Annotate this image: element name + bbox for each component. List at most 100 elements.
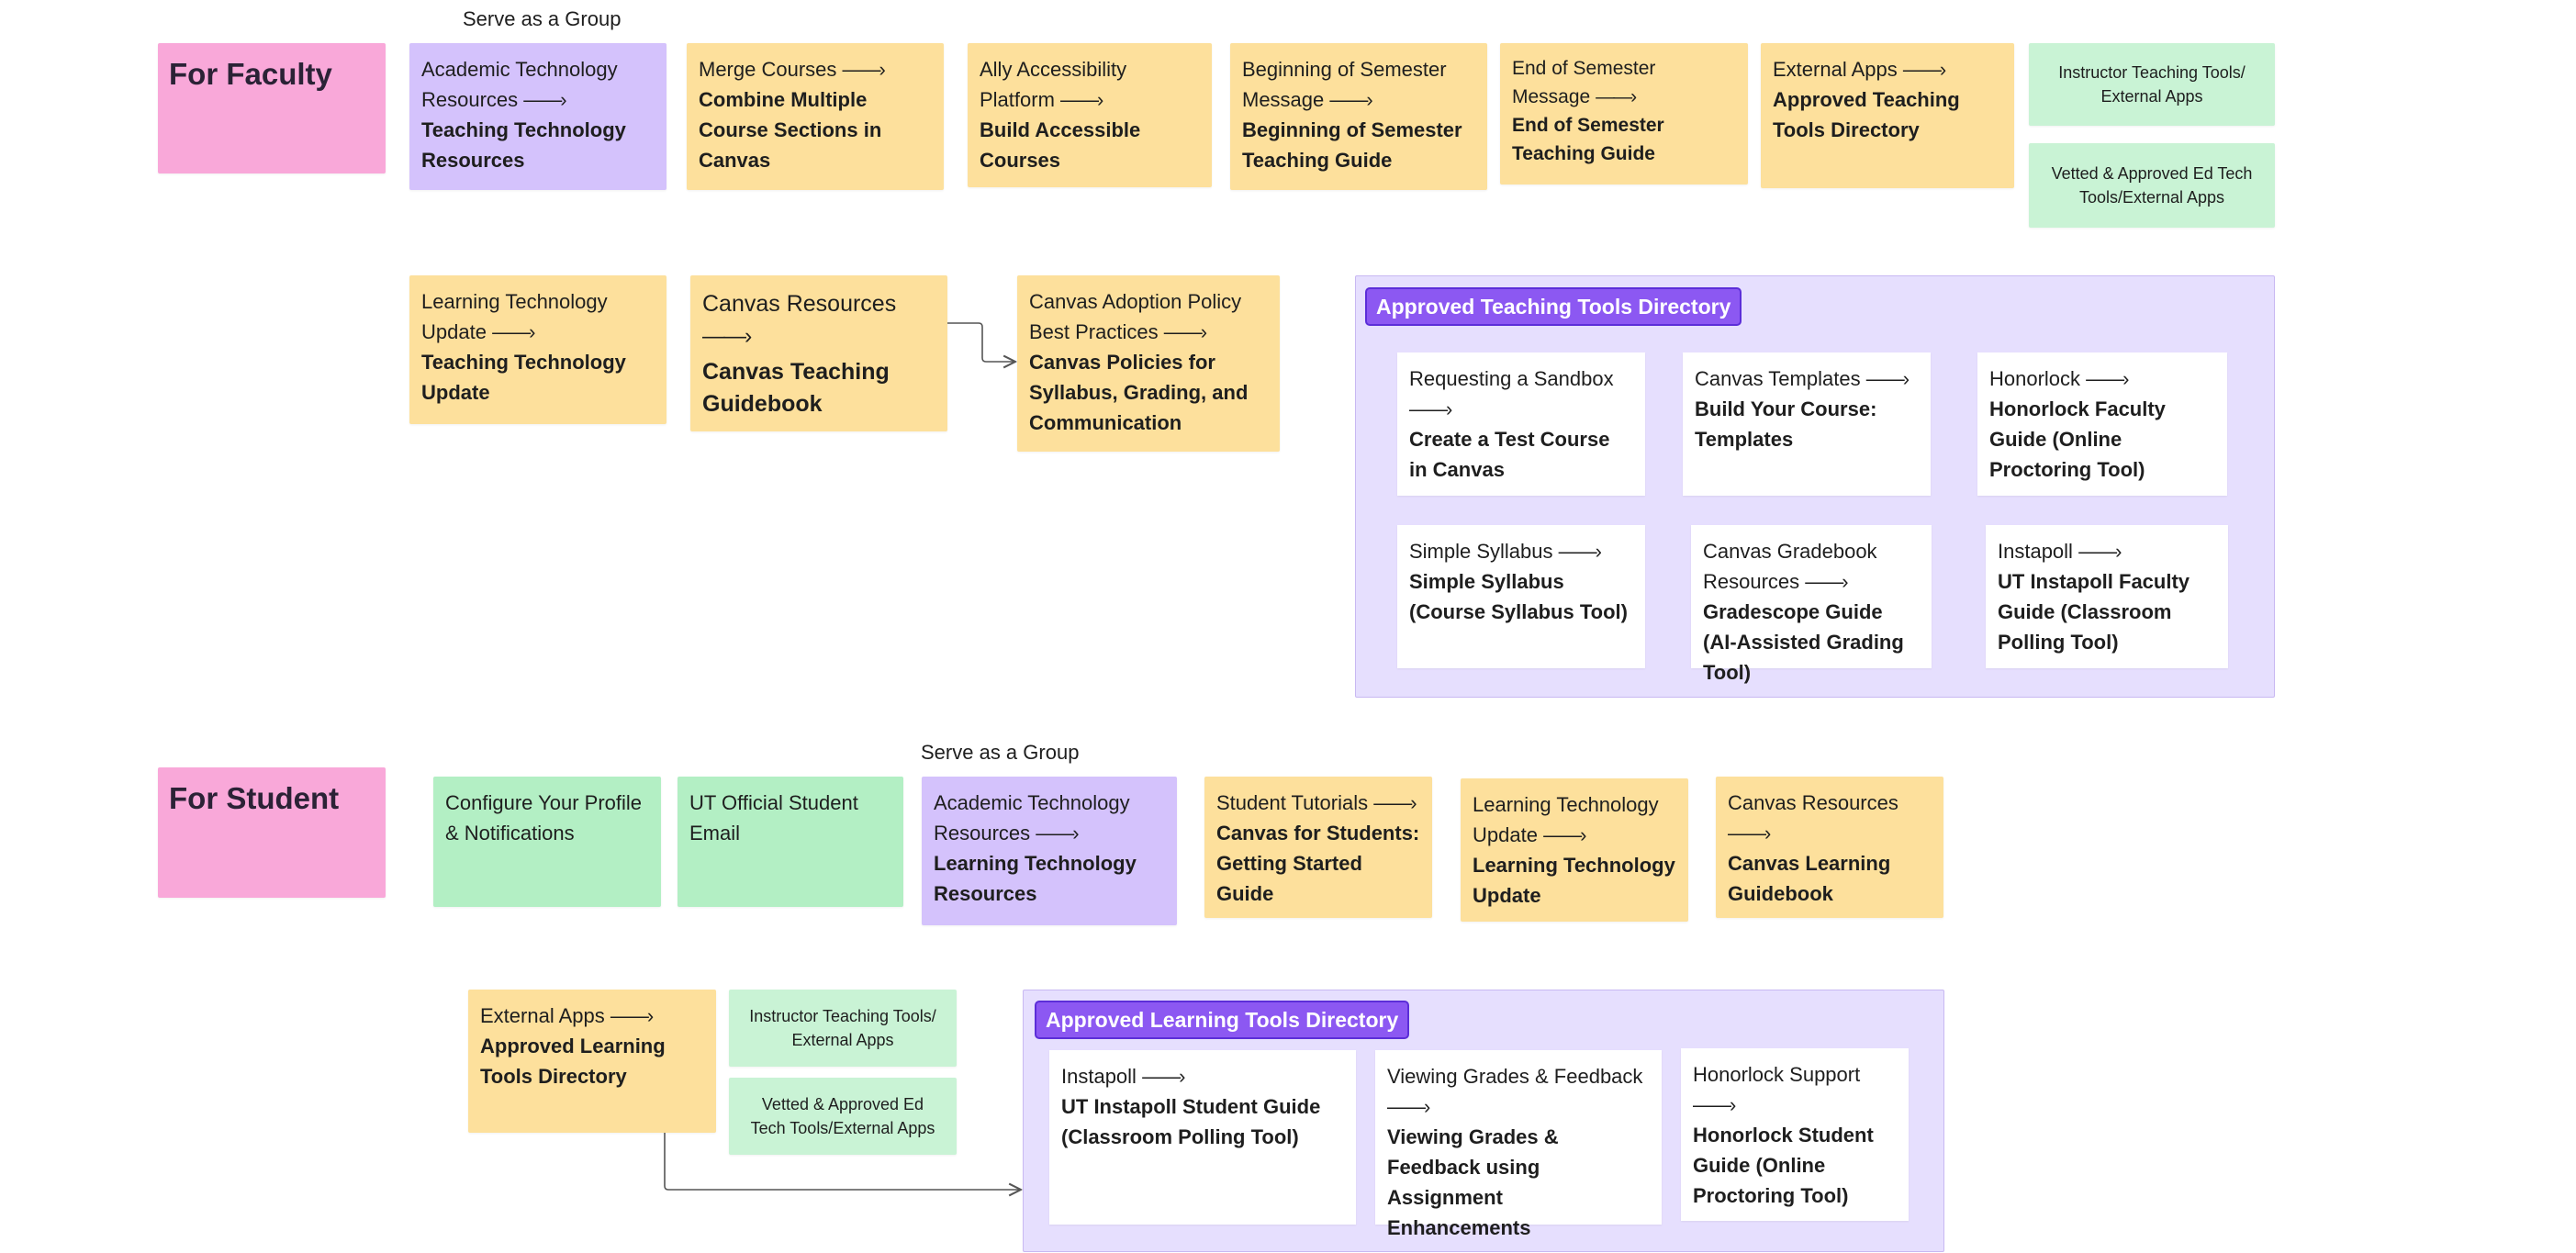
faculty-group-label: Serve as a Group (463, 7, 622, 30)
faculty-note-vetted-tools: Vetted & Approved Ed Tech Tools/External… (2029, 143, 2275, 228)
card-top-label: Simple Syllabus (1409, 540, 1553, 563)
faculty-card-beginning-semester[interactable]: Beginning of Semester Message ——› Beginn… (1230, 43, 1487, 190)
card-link-label: Canvas Learning Guidebook (1728, 852, 1891, 905)
card-link-label: Build Your Course: Templates (1695, 397, 1877, 451)
arrow-icon: ——› (1036, 822, 1079, 845)
card-top-label: End of Semester Message (1512, 58, 1656, 107)
student-card-academic-tech[interactable]: Academic Technology Resources ——› Learni… (922, 777, 1177, 925)
faculty-directory-title: Approved Teaching Tools Directory (1365, 287, 1742, 326)
card-top-label: Instapoll (1061, 1065, 1137, 1088)
card-top-label: External Apps (1773, 58, 1898, 81)
arrow-icon: ——› (1805, 570, 1848, 593)
card-top-label: Learning Technology Update (1473, 793, 1659, 846)
student-note-vetted-tools: Vetted & Approved Ed Tech Tools/External… (729, 1078, 957, 1155)
faculty-card-end-semester[interactable]: End of Semester Message ——› End of Semes… (1500, 43, 1748, 185)
card-link-label: Teaching Technology Update (421, 351, 626, 404)
card-top-label: Canvas Templates (1695, 367, 1861, 390)
arrow-icon: ——› (1728, 822, 1771, 845)
arrow-icon: ——› (2086, 367, 2129, 390)
card-link-label: Canvas for Students: Getting Started Gui… (1216, 822, 1420, 905)
student-dir-card-grades[interactable]: Viewing Grades & Feedback ——› Viewing Gr… (1375, 1050, 1662, 1239)
arrow-icon: ——› (702, 323, 752, 349)
faculty-card-canvas-resources[interactable]: Canvas Resources——› Canvas Teaching Guid… (690, 275, 947, 431)
card-top-label: Beginning of Semester Message (1242, 58, 1447, 111)
card-top-label: Honorlock Support (1693, 1063, 1861, 1086)
card-top-label: Requesting a Sandbox (1409, 367, 1614, 390)
arrow-icon: ——› (842, 58, 886, 81)
student-card-learning-tech-update[interactable]: Learning Technology Update ——› Learning … (1461, 778, 1688, 922)
card-link-label: Create a Test Course in Canvas (1409, 428, 1610, 481)
card-link-label: Honorlock Student Guide (Online Proctori… (1693, 1124, 1874, 1207)
faculty-card-learning-tech-update[interactable]: Learning Technology Update ——› Teaching … (409, 275, 666, 424)
faculty-dir-card-templates[interactable]: Canvas Templates ——› Build Your Course: … (1683, 352, 1931, 496)
faculty-card-academic-tech[interactable]: Academic Technology Resources ——› Teachi… (409, 43, 666, 190)
card-link-label: Viewing Grades & Feedback using Assignme… (1387, 1125, 1559, 1239)
student-card-profile[interactable]: Configure Your Profile & Notifications (433, 777, 661, 907)
faculty-dir-card-gradebook[interactable]: Canvas Gradebook Resources ——› Gradescop… (1691, 525, 1932, 684)
arrow-icon: ——› (1693, 1093, 1736, 1116)
arrow-icon: ——› (1409, 397, 1452, 420)
card-top-label: Academic Technology Resources (421, 58, 618, 111)
card-link-label: Simple Syllabus (Course Syllabus Tool) (1409, 570, 1628, 623)
faculty-card-ally[interactable]: Ally Accessibility Platform ——› Build Ac… (968, 43, 1212, 187)
arrow-icon: ——› (1596, 86, 1637, 107)
faculty-dir-card-simple-syllabus[interactable]: Simple Syllabus ——› Simple Syllabus (Cou… (1397, 525, 1645, 668)
card-top-label: External Apps (480, 1004, 605, 1027)
card-top-label: Viewing Grades & Feedback (1387, 1065, 1643, 1088)
card-link-label: Build Accessible Courses (980, 118, 1141, 172)
card-link-label: UT Instapoll Faculty Guide (Classroom Po… (1998, 570, 2190, 654)
faculty-dir-card-sandbox[interactable]: Requesting a Sandbox ——› Create a Test C… (1397, 352, 1645, 496)
arrow-icon: ——› (523, 88, 566, 111)
student-dir-card-honorlock[interactable]: Honorlock Support ——› Honorlock Student … (1681, 1048, 1909, 1221)
card-top-label: Learning Technology Update (421, 290, 608, 343)
card-top-label: Honorlock (1989, 367, 2081, 390)
faculty-card-external-apps[interactable]: External Apps ——› Approved Teaching Tool… (1761, 43, 2014, 188)
faculty-note-instructor-tools: Instructor Teaching Tools/ External Apps (2029, 43, 2275, 126)
card-top-label: Canvas Adoption Policy Best Practices (1029, 290, 1242, 343)
card-link-label: Beginning of Semester Teaching Guide (1242, 118, 1462, 172)
arrow-icon: ——› (1865, 367, 1910, 390)
arrow-icon: ——› (1543, 823, 1586, 846)
card-link-label: Canvas Teaching Guidebook (702, 359, 890, 417)
card-top-label: Configure Your Profile & Notifications (445, 791, 643, 845)
card-link-label: Honorlock Faculty Guide (Online Proctori… (1989, 397, 2166, 481)
faculty-dir-card-honorlock[interactable]: Honorlock ——› Honorlock Faculty Guide (O… (1977, 352, 2227, 496)
arrow-icon: ——› (1060, 88, 1103, 111)
card-top-label: Canvas Gradebook Resources (1703, 540, 1877, 593)
arrow-icon: ——› (1373, 791, 1417, 814)
card-top-label: UT Official Student Email (689, 791, 858, 845)
card-link-label: Learning Technology Update (1473, 854, 1675, 907)
card-top-label: Ally Accessibility Platform (980, 58, 1127, 111)
student-directory-title: Approved Learning Tools Directory (1035, 1001, 1410, 1039)
student-card-email[interactable]: UT Official Student Email (678, 777, 903, 907)
card-link-label: Approved Learning Tools Directory (480, 1035, 666, 1088)
student-card-tutorials[interactable]: Student Tutorials ——› Canvas for Student… (1204, 777, 1432, 918)
arrow-icon: ——› (1163, 320, 1207, 343)
arrow-icon: ——› (1558, 540, 1602, 563)
student-card-canvas-resources[interactable]: Canvas Resources ——› Canvas Learning Gui… (1716, 777, 1943, 918)
card-link-label: Combine Multiple Course Sections in Canv… (699, 88, 882, 172)
student-group-label: Serve as a Group (921, 741, 1080, 764)
faculty-card-merge-courses[interactable]: Merge Courses ——› Combine Multiple Cours… (687, 43, 944, 190)
card-link-label: UT Instapoll Student Guide (Classroom Po… (1061, 1095, 1321, 1148)
student-section-title: For Student (158, 767, 386, 898)
faculty-canvas-resources-connector (947, 322, 1015, 362)
card-link-label: End of Semester Teaching Guide (1512, 115, 1664, 164)
card-link-label: Teaching Technology Resources (421, 118, 626, 172)
card-link-label: Learning Technology Resources (934, 852, 1137, 905)
card-link-label: Gradescope Guide (AI-Assisted Grading To… (1703, 600, 1904, 684)
faculty-card-canvas-policy[interactable]: Canvas Adoption Policy Best Practices ——… (1017, 275, 1280, 452)
arrow-icon: ——› (1387, 1095, 1430, 1118)
faculty-section-title: For Faculty (158, 43, 386, 173)
arrow-icon: ——› (492, 320, 535, 343)
card-top-label: Merge Courses (699, 58, 837, 81)
faculty-dir-card-instapoll[interactable]: Instapoll ——› UT Instapoll Faculty Guide… (1986, 525, 2228, 668)
card-link-label: Canvas Policies for Syllabus, Grading, a… (1029, 351, 1249, 434)
card-top-label: Student Tutorials (1216, 791, 1369, 814)
student-dir-card-instapoll[interactable]: Instapoll ——› UT Instapoll Student Guide… (1049, 1050, 1356, 1225)
card-top-label: Canvas Resources (1728, 791, 1898, 814)
arrow-icon: ——› (1902, 58, 1946, 81)
arrow-icon: ——› (1329, 88, 1372, 111)
student-card-external-apps[interactable]: External Apps ——› Approved Learning Tool… (468, 990, 716, 1133)
card-top-label: Academic Technology Resources (934, 791, 1130, 845)
